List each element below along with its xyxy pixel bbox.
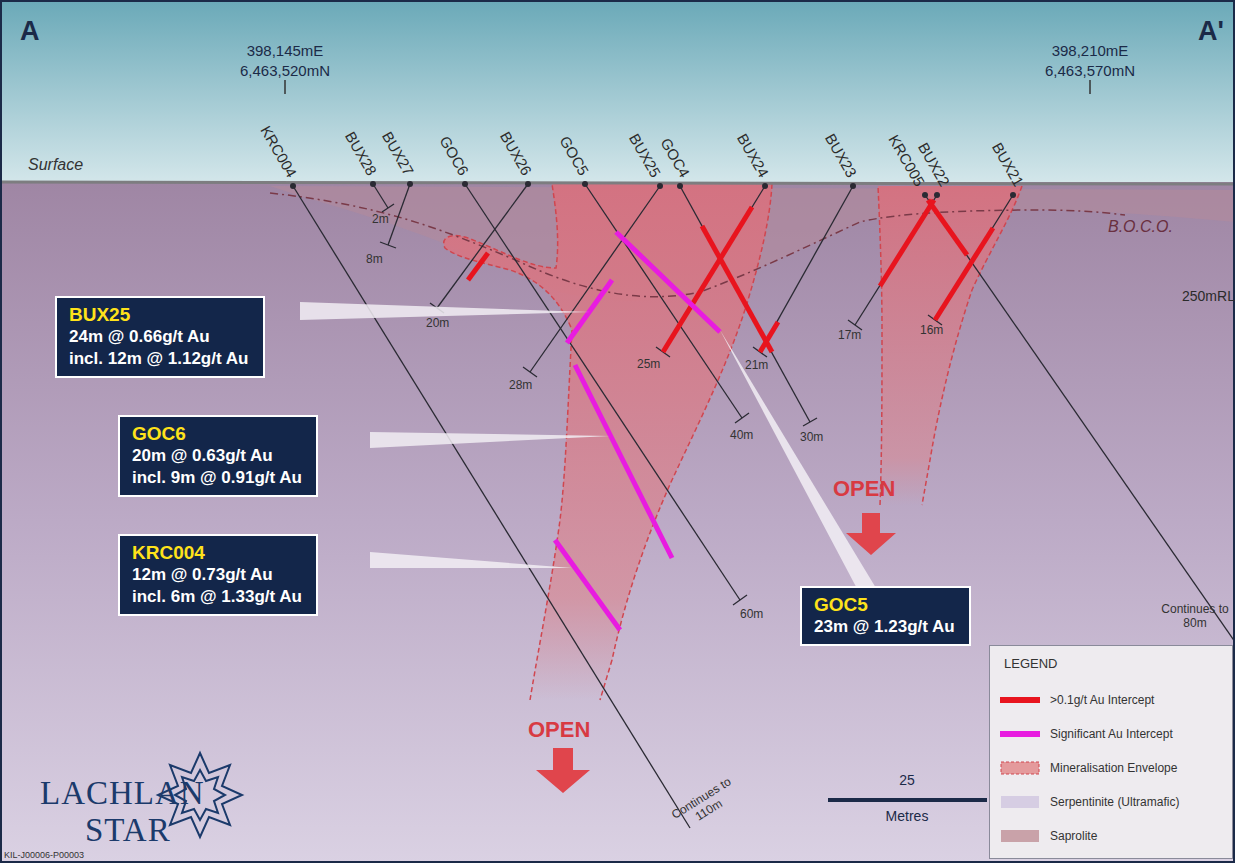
assay-result: incl. 6m @ 1.33g/t Au bbox=[132, 586, 304, 608]
drill-hole-name: GOC4 bbox=[657, 135, 693, 180]
surface-label: Surface bbox=[28, 156, 83, 174]
legend-row: Mineralisation Envelope bbox=[1000, 754, 1228, 784]
legend-swatch bbox=[1000, 795, 1040, 809]
assay-result: 24m @ 0.66g/t Au bbox=[69, 326, 251, 348]
legend-row: Serpentinite (Ultramafic) bbox=[1000, 788, 1228, 818]
drill-hole-name: BUX24 bbox=[734, 131, 772, 181]
hole-depth-label: 40m bbox=[730, 428, 753, 442]
legend-text: >0.1g/t Au Intercept bbox=[1050, 693, 1230, 707]
legend-text: Mineralisation Envelope bbox=[1050, 761, 1230, 775]
callout-box: KRC00412m @ 0.73g/t Auincl. 6m @ 1.33g/t… bbox=[118, 534, 318, 616]
coordinate-label: 6,463,520mN bbox=[240, 62, 330, 79]
continuation-note: Continues to 80m bbox=[1160, 602, 1230, 630]
hole-depth-label: 25m bbox=[637, 357, 660, 371]
hole-depth-label: 28m bbox=[509, 378, 532, 392]
drill-hole-name: BUX27 bbox=[379, 129, 417, 179]
hole-depth-label: 17m bbox=[838, 328, 861, 342]
hole-depth-label: 16m bbox=[920, 323, 943, 337]
boundary-label: B.O.C.O. bbox=[1108, 218, 1173, 236]
legend-row: >0.1g/t Au Intercept bbox=[1000, 686, 1228, 716]
drill-hole-name: KRC004 bbox=[257, 123, 300, 181]
callout-box: GOC523m @ 1.23g/t Au bbox=[800, 586, 971, 646]
drill-hole-name: BUX25 bbox=[626, 131, 664, 181]
legend-heading: LEGEND bbox=[1004, 656, 1057, 671]
open-note: OPEN bbox=[833, 476, 895, 502]
drill-hole-name: GOC5 bbox=[556, 133, 592, 178]
company-logo-text: LACHLAN bbox=[40, 775, 205, 812]
legend-text: Saprolite bbox=[1050, 829, 1230, 843]
hole-depth-label: 30m bbox=[800, 430, 823, 444]
legend-row: Significant Au Intercept bbox=[1000, 720, 1228, 750]
open-note: OPEN bbox=[528, 717, 590, 743]
hole-depth-label: 2m bbox=[372, 212, 389, 226]
drill-hole-name: BUX28 bbox=[342, 129, 380, 179]
legend-swatch bbox=[1000, 761, 1040, 775]
hole-name: KRC004 bbox=[132, 541, 304, 564]
drill-hole-name: BUX23 bbox=[822, 131, 860, 181]
drawing-code: KIL-J00006-P00003 bbox=[4, 850, 84, 860]
callout-box: GOC620m @ 0.63g/t Auincl. 9m @ 0.91g/t A… bbox=[118, 415, 318, 497]
hole-depth-label: 8m bbox=[366, 252, 383, 266]
elevation-label: 250mRL bbox=[1182, 288, 1235, 304]
assay-result: incl. 12m @ 1.12g/t Au bbox=[69, 348, 251, 370]
assay-result: 12m @ 0.73g/t Au bbox=[132, 564, 304, 586]
coordinate-label: 398,210mE bbox=[1052, 42, 1129, 59]
drill-hole-name: GOC6 bbox=[436, 133, 472, 178]
hole-name: GOC5 bbox=[814, 593, 957, 616]
hole-name: BUX25 bbox=[69, 303, 251, 326]
company-logo-text: STAR bbox=[85, 812, 171, 849]
legend-panel: LEGEND >0.1g/t Au InterceptSignificant Au… bbox=[989, 645, 1233, 859]
assay-result: 23m @ 1.23g/t Au bbox=[814, 616, 957, 638]
legend-text: Serpentinite (Ultramafic) bbox=[1050, 795, 1230, 809]
hole-depth-label: 20m bbox=[426, 316, 449, 330]
scale-unit: Metres bbox=[886, 808, 929, 824]
scale-value: 25 bbox=[899, 772, 915, 788]
assay-result: incl. 9m @ 0.91g/t Au bbox=[132, 467, 304, 489]
hole-depth-label: 21m bbox=[745, 358, 768, 372]
section-end-label: A' bbox=[1198, 16, 1224, 47]
legend-swatch bbox=[1000, 693, 1040, 707]
coordinate-label: 398,145mE bbox=[247, 42, 324, 59]
legend-swatch bbox=[1000, 727, 1040, 741]
legend-swatch bbox=[1000, 829, 1040, 843]
hole-name: GOC6 bbox=[132, 422, 304, 445]
coordinate-label: 6,463,570mN bbox=[1045, 62, 1135, 79]
continuation-note: Continues to 110m bbox=[668, 774, 742, 835]
callout-box: BUX2524m @ 0.66g/t Auincl. 12m @ 1.12g/t… bbox=[55, 296, 265, 378]
drill-hole-name: BUX26 bbox=[497, 129, 535, 179]
assay-result: 20m @ 0.63g/t Au bbox=[132, 445, 304, 467]
drill-hole-name: BUX21 bbox=[989, 140, 1027, 190]
hole-depth-label: 60m bbox=[740, 607, 763, 621]
legend-text: Significant Au Intercept bbox=[1050, 727, 1230, 741]
legend-row: Saprolite bbox=[1000, 822, 1228, 852]
section-end-label: A bbox=[20, 16, 40, 47]
